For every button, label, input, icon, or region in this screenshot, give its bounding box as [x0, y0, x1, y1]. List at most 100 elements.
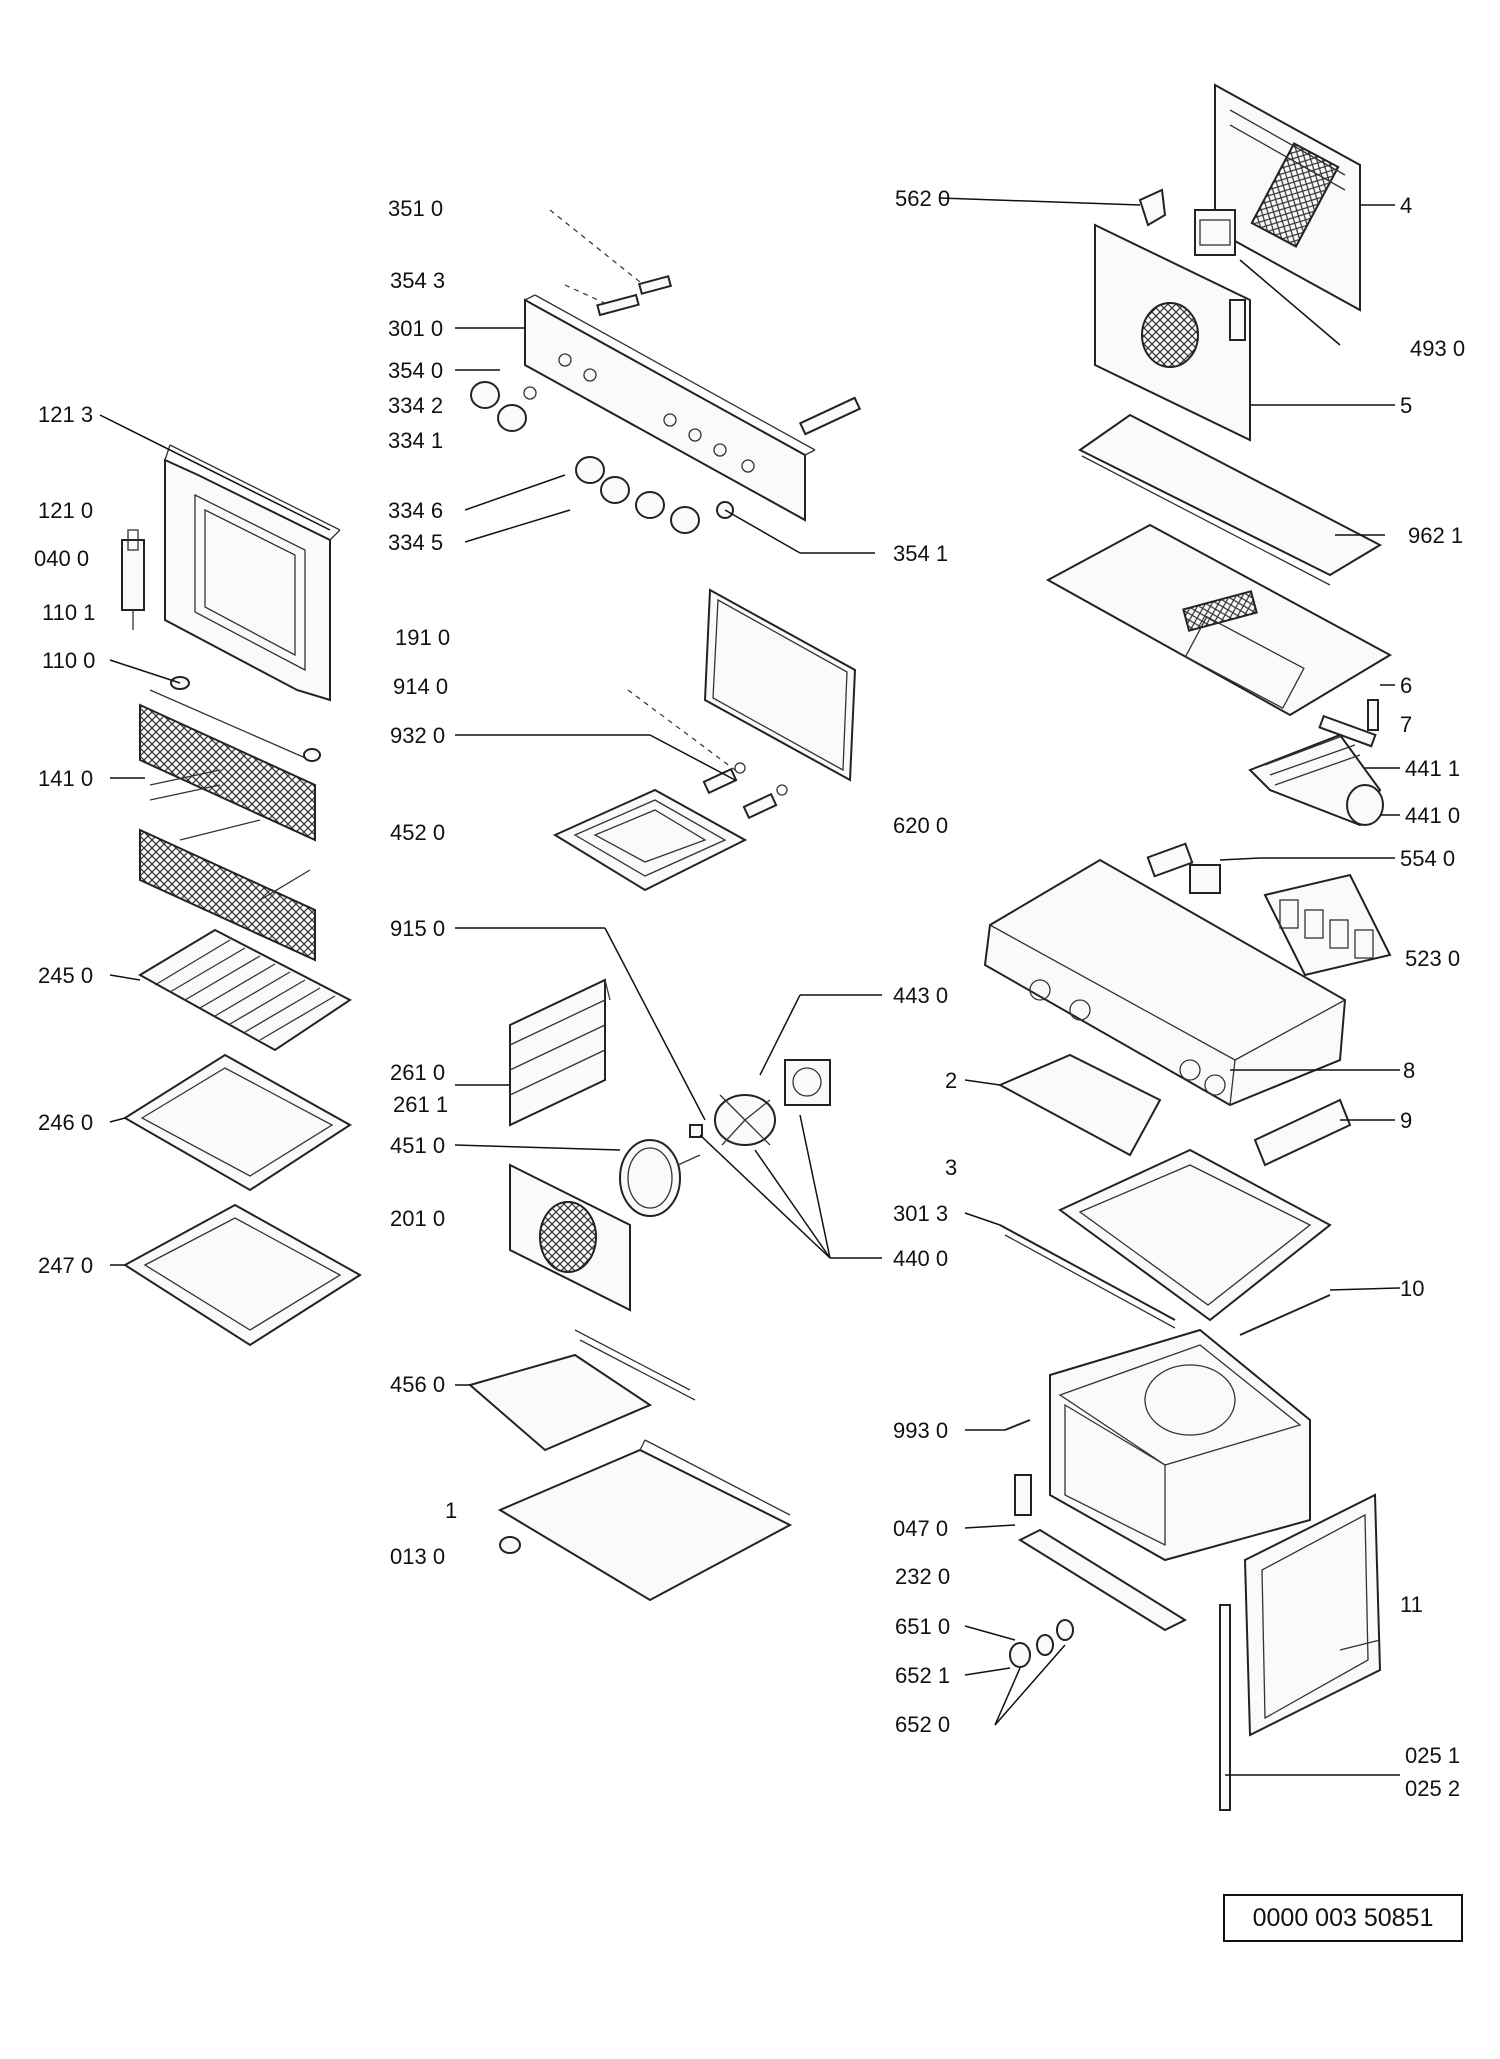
label-141-0: 141 0: [38, 766, 93, 791]
label-047-0: 047 0: [893, 1516, 948, 1541]
label-1: 1: [445, 1498, 457, 1523]
label-040-0: 040 0: [34, 546, 89, 571]
label-245-0: 245 0: [38, 963, 93, 988]
label-191-0: 191 0: [395, 625, 450, 650]
control-panel-fascia: [524, 209, 862, 522]
fan-cover-panel: [509, 1163, 631, 1312]
wire-shelf: [138, 928, 352, 1052]
label-8: 8: [1403, 1058, 1415, 1083]
door-side-frame: [1243, 1493, 1382, 1737]
door-glass-panels: [139, 703, 316, 962]
label-651-0: 651 0: [895, 1614, 950, 1639]
label-620-0: 620 0: [893, 813, 948, 838]
label-301-3: 301 3: [893, 1201, 948, 1226]
label-247-0: 247 0: [38, 1253, 93, 1278]
label-110-0: 110 0: [42, 648, 95, 673]
drawing-reference-code: 0000 003 50851: [1223, 1894, 1463, 1942]
rear-cover-panel: [1214, 83, 1361, 312]
label-354-3: 354 3: [390, 268, 445, 293]
label-013-0: 013 0: [390, 1544, 445, 1569]
label-334-1: 334 1: [388, 428, 443, 453]
label-354-0: 354 0: [388, 358, 443, 383]
label-10: 10: [1400, 1276, 1424, 1301]
label-6: 6: [1400, 673, 1412, 698]
fixing-screw: [1004, 1419, 1031, 1431]
deep-tray: [123, 1203, 362, 1347]
label-932-0: 932 0: [390, 723, 445, 748]
label-452-0: 452 0: [390, 820, 445, 845]
label-121-3: 121 3: [38, 402, 93, 427]
control-housing: [983, 858, 1347, 1107]
side-shelf-rails: [509, 978, 611, 1127]
part-labels: 351 0 354 3 301 0 354 0 334 2 334 1 334 …: [34, 186, 1465, 1801]
label-652-1: 652 1: [895, 1663, 950, 1688]
selector-switch-block: [1263, 873, 1392, 977]
door-seal-strip: [1219, 1604, 1231, 1811]
fan-blade-motor: [689, 1059, 831, 1146]
retaining-clip: [1367, 699, 1379, 731]
baking-tray: [123, 1053, 352, 1192]
door-hinge-part: [121, 529, 145, 630]
label-451-0: 451 0: [390, 1133, 445, 1158]
label-334-6: 334 6: [388, 498, 443, 523]
thermostat-switch: [1146, 842, 1221, 894]
label-993-0: 993 0: [893, 1418, 948, 1443]
door-hinge: [1014, 1474, 1032, 1516]
label-261-1: 261 1: [393, 1092, 448, 1117]
oven-door-frame: [164, 444, 341, 702]
inner-glass-pane: [703, 588, 857, 782]
label-110-1: 110 1: [42, 600, 95, 625]
label-652-0: 652 0: [895, 1712, 950, 1737]
label-441-0: 441 0: [1405, 803, 1460, 828]
label-025-1: 025 1: [1405, 1743, 1460, 1768]
mounting-bracket: [1138, 188, 1167, 227]
label-554-0: 554 0: [1400, 846, 1455, 871]
label-232-0: 232 0: [895, 1564, 950, 1589]
back-wall-panel: [1094, 223, 1251, 442]
label-334-2: 334 2: [388, 393, 443, 418]
label-440-0: 440 0: [893, 1246, 948, 1271]
label-441-1: 441 1: [1405, 756, 1460, 781]
label-914-0: 914 0: [393, 674, 448, 699]
housing-support: [997, 1053, 1162, 1157]
label-201-0: 201 0: [390, 1206, 445, 1231]
label-334-5: 334 5: [388, 530, 443, 555]
label-261-0: 261 0: [390, 1060, 445, 1085]
oven-base-plate: [497, 1439, 793, 1602]
label-523-0: 523 0: [1405, 946, 1460, 971]
insulation-sheet: [1078, 413, 1383, 586]
label-301-0: 301 0: [388, 316, 443, 341]
label-5: 5: [1400, 393, 1412, 418]
grill-heating-element: [552, 689, 788, 892]
label-962-1: 962 1: [1408, 523, 1463, 548]
label-121-0: 121 0: [38, 498, 93, 523]
bottom-trim-strip: [1017, 1528, 1188, 1632]
label-246-0: 246 0: [38, 1110, 93, 1135]
label-025-2: 025 2: [1405, 1776, 1460, 1801]
cooling-fan-motor: [1248, 714, 1384, 827]
label-4: 4: [1400, 193, 1412, 218]
label-2: 2: [945, 1068, 957, 1093]
top-cover-panel: [1045, 523, 1393, 717]
adjustable-feet: [1009, 1619, 1074, 1668]
leader-lines: [99, 197, 1401, 1776]
retaining-rod: [1239, 1294, 1331, 1336]
label-493-0: 493 0: [1410, 336, 1465, 361]
oven-cavity: [1049, 1328, 1311, 1562]
label-443-0: 443 0: [893, 983, 948, 1008]
bottom-heating-element: [467, 1329, 696, 1452]
label-915-0: 915 0: [390, 916, 445, 941]
label-11: 11: [1400, 1592, 1423, 1617]
label-3: 3: [945, 1155, 957, 1180]
label-354-1: 354 1: [893, 541, 948, 566]
label-562-0: 562 0: [895, 186, 950, 211]
terminal-block: [1194, 209, 1236, 256]
label-456-0: 456 0: [390, 1372, 445, 1397]
small-cover-strip: [1253, 1098, 1352, 1167]
fan-heating-ring: [619, 1139, 701, 1217]
insulation-tray: [1058, 1148, 1332, 1322]
label-351-0: 351 0: [388, 196, 443, 221]
side-rail: [999, 1224, 1176, 1329]
door-clips: [149, 676, 321, 762]
